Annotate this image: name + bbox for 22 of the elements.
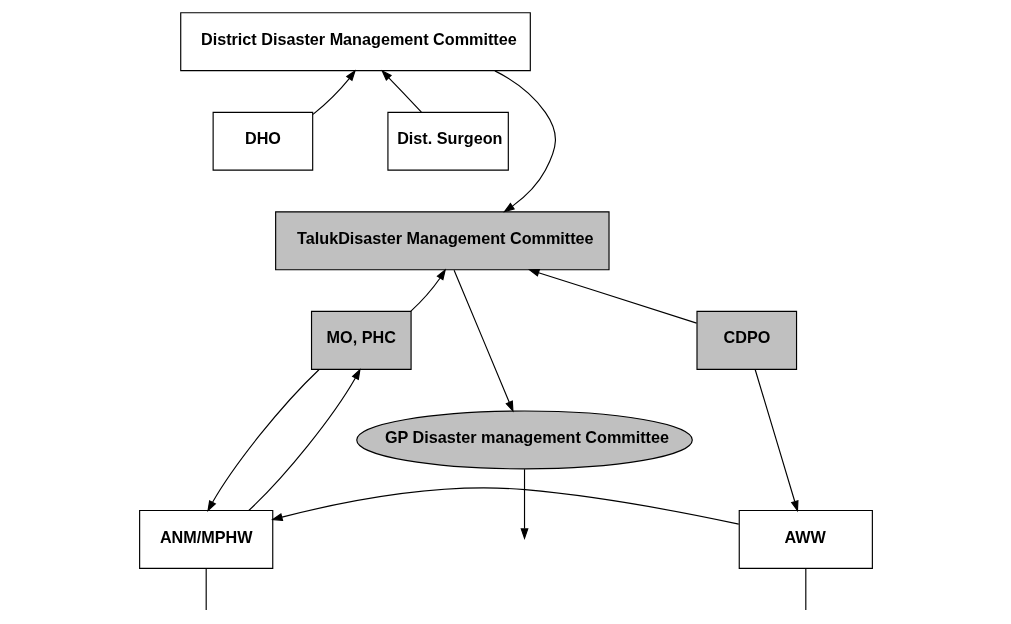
node-box: District Disaster Management Committee <box>179 12 531 72</box>
node-box: ANM/MPHW <box>138 509 273 569</box>
node-box: AWW <box>738 509 873 569</box>
arrow <box>754 369 798 513</box>
node-box: DHO <box>212 111 313 171</box>
arrow <box>519 468 529 540</box>
arrow <box>527 268 697 324</box>
arrow <box>493 70 556 213</box>
arrow <box>206 369 319 513</box>
connector <box>205 567 207 611</box>
node-box: Dist. Surgeon <box>386 111 509 171</box>
arrow <box>380 69 422 113</box>
arrow <box>270 487 739 525</box>
arrow <box>409 268 446 312</box>
node-ellipse: GP Disaster management Committee <box>355 410 693 470</box>
node-box: TalukDisaster Management Committee <box>274 211 610 271</box>
node-box: CDPO <box>695 310 797 370</box>
arrow <box>247 368 361 512</box>
node-box: MO, PHC <box>310 310 412 370</box>
connector <box>804 567 806 611</box>
arrow <box>453 269 514 413</box>
arrow <box>311 69 356 115</box>
